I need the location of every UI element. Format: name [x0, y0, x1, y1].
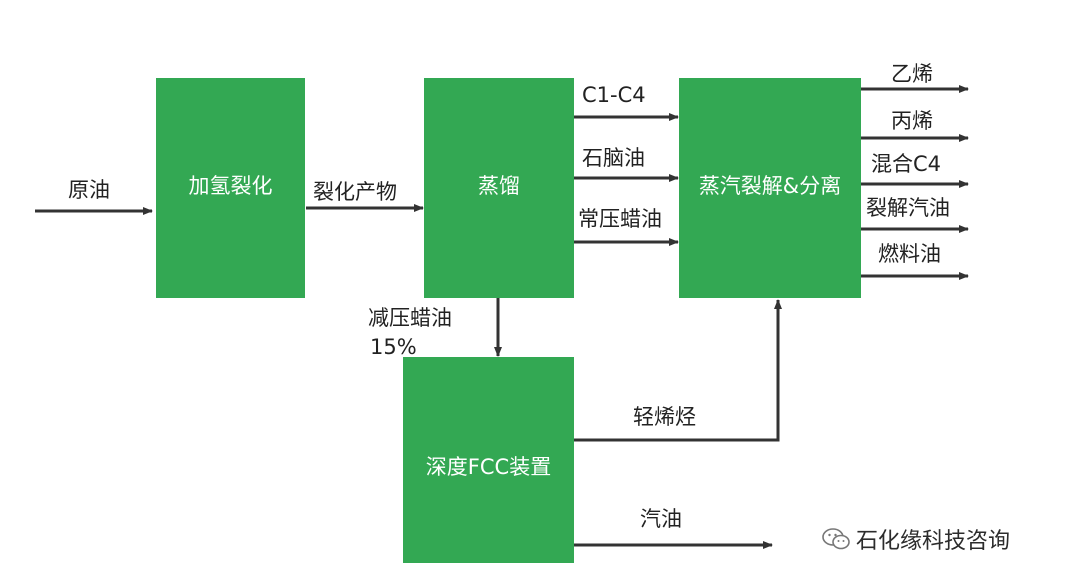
- label-mixed-c4: 混合C4: [871, 152, 942, 176]
- label-fuel-oil: 燃料油: [878, 242, 941, 266]
- label-light-olefins: 轻烯烃: [633, 405, 696, 429]
- label-gasoline: 汽油: [640, 507, 682, 531]
- node-distillation: 蒸馏: [424, 78, 574, 298]
- node-deep-fcc-label: 深度FCC装置: [425, 455, 552, 479]
- label-crude-oil: 原油: [68, 178, 110, 202]
- node-distillation-label: 蒸馏: [478, 174, 520, 198]
- arrow-light-olefins: [574, 299, 782, 442]
- wechat-icon: [822, 528, 850, 550]
- node-deep-fcc: 深度FCC装置: [403, 357, 574, 563]
- watermark: 石化缘科技咨询: [822, 522, 1010, 556]
- node-steam-cracking-label: 蒸汽裂解&分离: [698, 174, 842, 198]
- label-pyrolysis-gasoline: 裂解汽油: [866, 196, 950, 220]
- node-steam-cracking: 蒸汽裂解&分离: [679, 78, 861, 298]
- label-atm-wax-oil: 常压蜡油: [578, 207, 662, 231]
- label-propylene: 丙烯: [891, 109, 933, 133]
- label-naphtha: 石脑油: [582, 146, 645, 170]
- label-c1-c4: C1-C4: [582, 83, 646, 107]
- label-cracked-products: 裂化产物: [313, 180, 397, 204]
- node-hydrocracking-label: 加氢裂化: [188, 174, 273, 198]
- watermark-text: 石化缘科技咨询: [856, 529, 1011, 554]
- label-ethylene: 乙烯: [891, 62, 933, 86]
- label-vacuum-wax-oil-share: 15%: [370, 335, 417, 359]
- label-vacuum-wax-oil: 减压蜡油: [368, 306, 452, 330]
- node-hydrocracking: 加氢裂化: [156, 78, 305, 298]
